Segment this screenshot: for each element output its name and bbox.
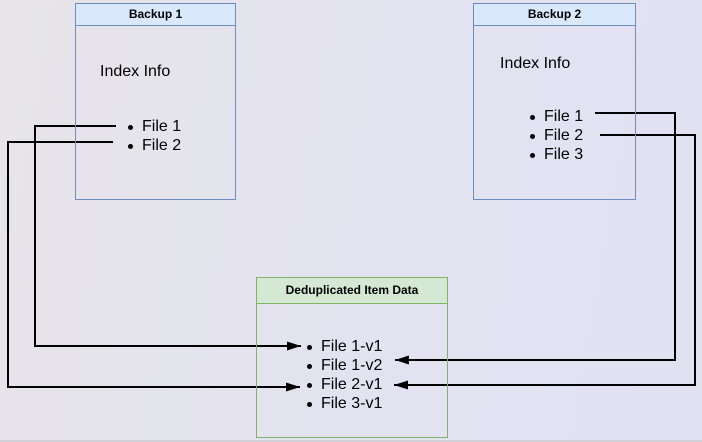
- window-bottom-edge: [0, 440, 702, 442]
- backup1-file-item: File 2: [128, 136, 182, 155]
- dedup-item: File 1-v2: [307, 356, 383, 375]
- bullet-icon: [307, 344, 312, 350]
- bullet-icon: [307, 382, 312, 388]
- file-label: File 2: [544, 127, 584, 144]
- file-version-label: File 1-v2: [321, 357, 383, 374]
- file-label: File 2: [142, 137, 182, 154]
- backup2-box: Backup 2 Index Info File 1 File 2 File 3: [473, 3, 636, 200]
- backup2-file-item: File 2: [530, 126, 584, 145]
- file-version-label: File 3-v1: [321, 395, 383, 412]
- file-version-label: File 1-v1: [321, 338, 383, 355]
- bullet-icon: [530, 152, 535, 158]
- backup2-file-list: File 1 File 2 File 3: [530, 107, 584, 164]
- deduplicated-item-data-box: Deduplicated Item Data File 1-v1 File 1-…: [256, 277, 448, 438]
- bullet-icon: [307, 363, 312, 369]
- backup1-index-info-label: Index Info: [100, 63, 171, 80]
- backup2-file-item: File 1: [530, 107, 584, 126]
- bullet-icon: [530, 133, 535, 139]
- bullet-icon: [128, 143, 133, 149]
- backup2-file-item: File 3: [530, 145, 584, 164]
- dedup-item-list: File 1-v1 File 1-v2 File 2-v1 File 3-v1: [307, 337, 383, 413]
- dedup-title: Deduplicated Item Data: [257, 278, 447, 304]
- backup1-file-item: File 1: [128, 117, 182, 136]
- bullet-icon: [128, 124, 133, 130]
- file-label: File 3: [544, 146, 584, 163]
- backup1-title: Backup 1: [76, 4, 235, 26]
- dedup-item: File 1-v1: [307, 337, 383, 356]
- dedup-item: File 2-v1: [307, 375, 383, 394]
- file-version-label: File 2-v1: [321, 376, 383, 393]
- dedup-item: File 3-v1: [307, 394, 383, 413]
- file-label: File 1: [142, 118, 182, 135]
- backup1-box: Backup 1 Index Info File 1 File 2: [75, 3, 236, 200]
- file-label: File 1: [544, 108, 584, 125]
- backup1-file-list: File 1 File 2: [128, 117, 182, 155]
- bullet-icon: [307, 401, 312, 407]
- backup2-index-info-label: Index Info: [500, 55, 571, 72]
- backup2-title: Backup 2: [474, 4, 635, 26]
- bullet-icon: [530, 114, 535, 120]
